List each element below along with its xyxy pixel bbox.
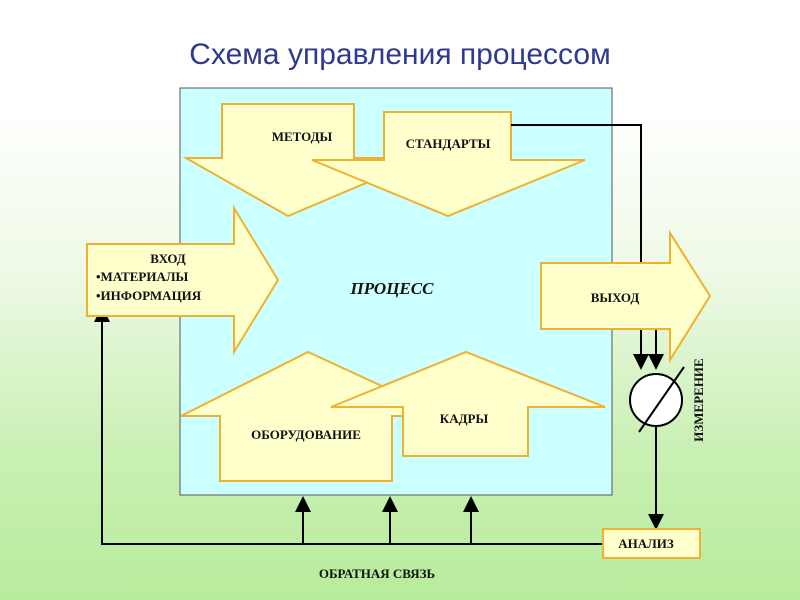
methods-label: МЕТОДЫ (272, 129, 333, 144)
feedback-label: ОБРАТНАЯ СВЯЗЬ (319, 566, 435, 581)
analysis-label: АНАЛИЗ (618, 536, 674, 551)
analysis-box (602, 528, 701, 559)
exit-arrow (540, 229, 712, 364)
gauge-icon (629, 366, 685, 433)
staff-arrow (330, 350, 606, 457)
process-label: ПРОЦЕСС (350, 279, 435, 298)
entry-arrow (86, 204, 280, 356)
exit-label: ВЫХОД (591, 290, 640, 305)
standards-label: СТАНДАРТЫ (406, 136, 491, 151)
entry-heading: ВХОД (150, 251, 186, 266)
equipment-arrow (180, 350, 448, 482)
diagram-title: Схема управления процессом (189, 38, 611, 71)
standards-arrow (311, 111, 586, 218)
entry-item-information: •ИНФОРМАЦИЯ (96, 288, 202, 303)
equipment-label: ОБОРУДОВАНИЕ (251, 427, 361, 442)
staff-label: КАДРЫ (440, 411, 489, 426)
entry-item-materials: •МАТЕРИАЛЫ (96, 269, 189, 284)
methods-arrow (182, 103, 426, 218)
measurement-label: ИЗМЕРЕНИЕ (691, 358, 706, 441)
